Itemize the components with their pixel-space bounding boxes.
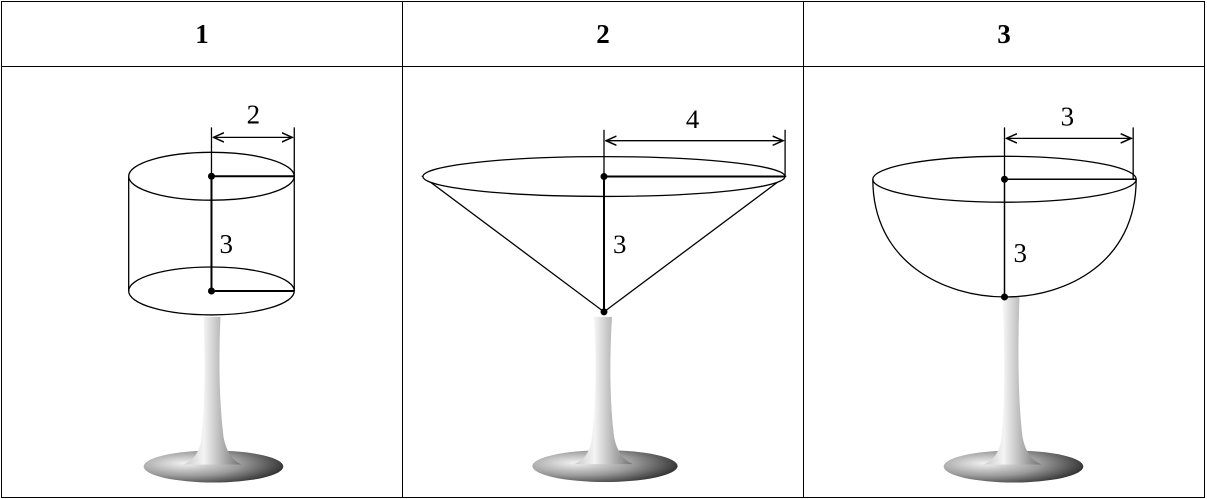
cylinder-glass-figure: 2 3: [128, 99, 295, 483]
dimension-arrow-icon: [1003, 127, 1134, 180]
wine-glass-stem-icon: [983, 296, 1042, 465]
column-header-3: 3: [803, 1, 1205, 67]
height-label: 3: [1013, 238, 1026, 268]
figure-cell-2: 4 3: [402, 66, 804, 498]
dimension-arrow-icon: [603, 129, 786, 177]
top-center-point: [1001, 175, 1008, 183]
bottom-center-point: [207, 287, 215, 295]
column-header-1: 1: [1, 1, 403, 67]
height-label: 3: [613, 229, 626, 259]
wine-glass-stem-icon: [183, 316, 242, 465]
radius-marks: [603, 175, 786, 312]
header-row: 1 2 3: [1, 1, 1205, 67]
wine-glass-base-icon: [943, 450, 1084, 483]
radius-label: 2: [247, 99, 260, 129]
radius-marks: [1003, 178, 1137, 297]
height-label: 3: [219, 229, 232, 259]
hemisphere-glass-figure: 3 3: [872, 101, 1137, 483]
wine-glass-stem-icon: [574, 316, 633, 465]
dimension-arrow-icon: [210, 127, 295, 177]
radius-label: 3: [1061, 101, 1074, 131]
column-header-2: 2: [402, 1, 804, 67]
wine-glass-base-icon: [532, 450, 678, 482]
figure-cell-1: 2 3: [1, 66, 403, 498]
wine-glass-base-icon: [143, 450, 284, 483]
figure-cell-3: 3 3: [803, 66, 1205, 498]
apex-point: [600, 308, 608, 316]
cone-glass-figure: 4 3: [420, 104, 788, 482]
top-center-point: [207, 172, 215, 180]
radius-marks: [210, 175, 295, 292]
figure-row: 2 3: [1, 66, 1205, 498]
bottom-point: [1001, 293, 1008, 301]
radius-label: 4: [686, 104, 700, 134]
